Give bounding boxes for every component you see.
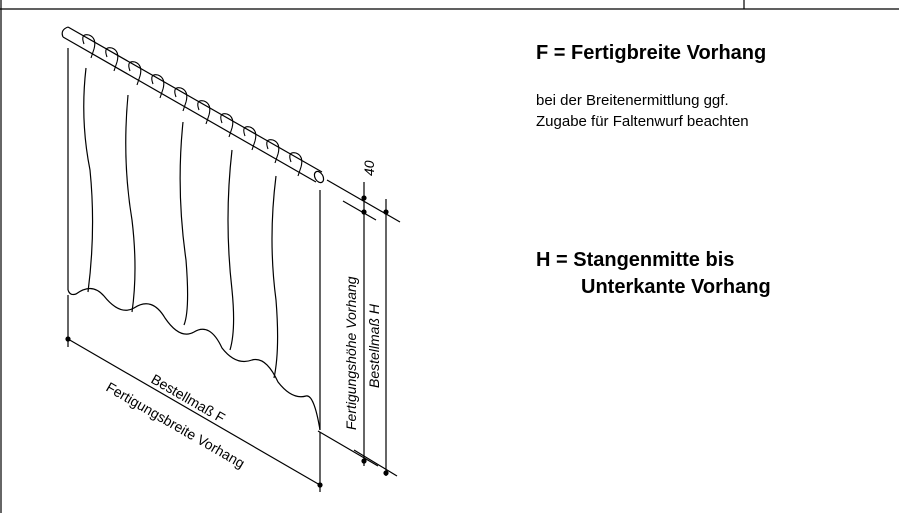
offset-label: 40	[361, 160, 377, 176]
f-note: bei der Breitenermittlung ggf. Zugabe fü…	[536, 90, 749, 132]
curtain-rod	[61, 26, 325, 184]
h-definition-line-1: H = Stangenmitte bis	[536, 249, 735, 271]
curtain-rings	[82, 34, 303, 177]
h-definition: H = Stangenmitte bis Unterkante Vorhang	[536, 247, 771, 301]
h-definition-line-2: Unterkante Vorhang	[581, 276, 771, 298]
f-note-line-1: bei der Breitenermittlung ggf.	[536, 92, 729, 109]
production-height-label: Fertigungshöhe Vorhang	[343, 276, 359, 430]
curtain	[67, 48, 321, 431]
height-dimension-lines	[317, 179, 401, 477]
f-definition: F = Fertigbreite Vorhang	[536, 42, 767, 64]
f-note-line-2: Zugabe für Faltenwurf beachten	[536, 113, 749, 130]
width-dimension-dots	[65, 336, 323, 488]
order-height-label: Bestellmaß H	[366, 303, 382, 388]
height-dimension-dots	[361, 195, 389, 476]
